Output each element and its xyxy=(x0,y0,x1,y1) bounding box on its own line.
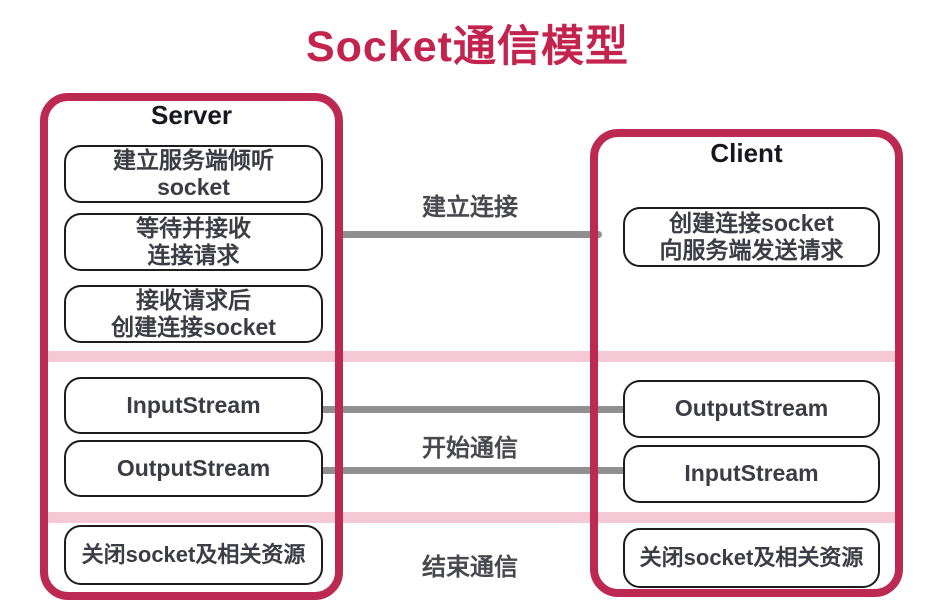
server-panel-title: Server xyxy=(151,100,232,130)
server-step-create-connection-socket: 接收请求后 创建连接socket xyxy=(64,285,323,343)
section-divider-line-top xyxy=(44,351,900,362)
server-step-outputstream: OutputStream xyxy=(64,440,323,497)
connector-line-server-input-client-output xyxy=(318,406,626,413)
client-step-inputstream: InputStream xyxy=(623,445,880,503)
server-step-wait-accept-request: 等待并接收 连接请求 xyxy=(64,213,323,271)
phase-label-end-communication: 结束通信 xyxy=(422,554,518,581)
client-step-close-socket: 关闭socket及相关资源 xyxy=(623,528,880,588)
server-step-create-listen-socket: 建立服务端倾听 socket xyxy=(64,145,323,203)
client-step-outputstream: OutputStream xyxy=(623,380,880,438)
server-step-close-socket: 关闭socket及相关资源 xyxy=(64,525,323,585)
phase-label-start-communication: 开始通信 xyxy=(422,435,518,462)
phase-label-establish-connection: 建立连接 xyxy=(422,194,518,221)
server-step-inputstream: InputStream xyxy=(64,377,323,434)
section-divider-line-bottom xyxy=(44,512,900,523)
connector-line-establish xyxy=(336,231,602,238)
connector-line-server-output-client-input xyxy=(318,467,626,474)
server-panel xyxy=(40,93,343,600)
client-step-create-socket-send-request: 创建连接socket 向服务端发送请求 xyxy=(623,207,880,267)
client-panel xyxy=(590,129,903,597)
client-panel-title: Client xyxy=(710,138,783,168)
diagram-title: Socket通信模型 xyxy=(305,23,629,71)
